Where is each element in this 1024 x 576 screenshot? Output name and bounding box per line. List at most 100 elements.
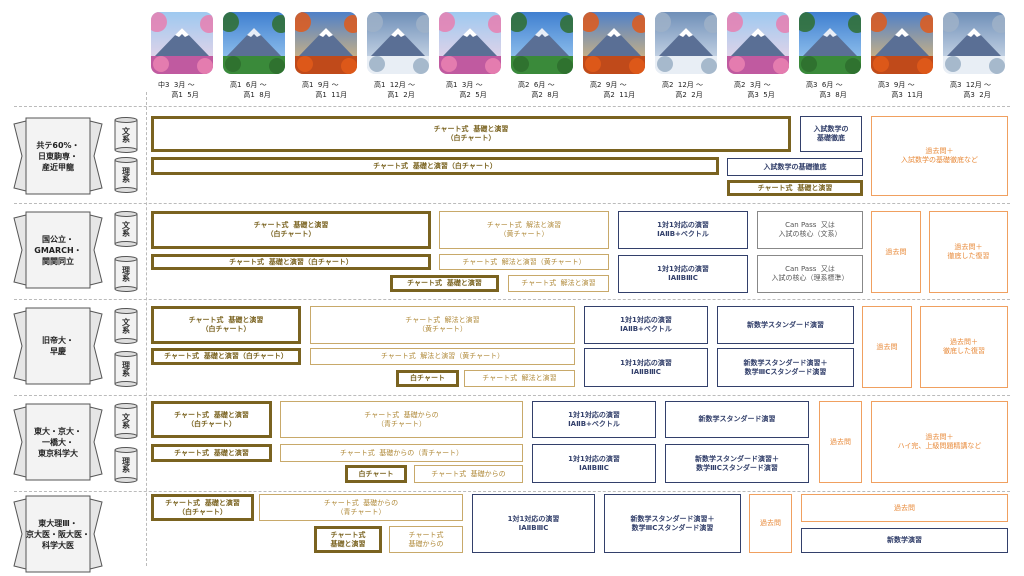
period-image-4 [367, 12, 429, 74]
period-image-8 [655, 12, 717, 74]
divider [14, 395, 1010, 396]
period-image-7 [583, 12, 645, 74]
white-chart-box: 白チャート [396, 370, 459, 387]
period-label: 高2 12月 〜 高2 2月 [662, 81, 704, 99]
past-exam-box: 過去問 [819, 401, 862, 483]
yellow-chart-box: チャート式 解法と演習（黄チャート） [439, 254, 609, 270]
spring-fuji-icon [151, 12, 213, 74]
category-label: 文系 [121, 413, 131, 429]
yellow-chart-box: チャート式 解法と演習 （黄チャート） [439, 211, 609, 249]
category-label: 理系 [121, 167, 131, 183]
level-banner: 東大・京大・ 一橋大・ 東京科学大 [12, 402, 104, 482]
autumn-fuji-icon [871, 12, 933, 74]
scroll-tag-icon [114, 403, 138, 439]
divider [14, 106, 1010, 107]
period-label: 高3 9月 〜 高3 11月 [878, 81, 924, 99]
category-rikei: 理系 [112, 447, 140, 483]
summer-fuji-icon [799, 12, 861, 74]
period-image-12 [943, 12, 1005, 74]
advanced-book-box: 新数学スタンダード演習 [665, 401, 809, 438]
white-chart-box: チャート式 基礎と演習（白チャート） [151, 157, 719, 175]
advanced-book-box: 新数学スタンダード演習＋ 数学ⅢCスタンダード演習 [717, 348, 854, 387]
period-image-10 [799, 12, 861, 74]
divider-vertical [146, 92, 147, 566]
level-banner: 国公立・ GMARCH・ 関関同立 [12, 210, 104, 290]
past-exam-box: 過去問 [871, 211, 921, 293]
summer-fuji-icon [223, 12, 285, 74]
period-label: 高1 12月 〜 高1 2月 [374, 81, 416, 99]
category-label: 文系 [121, 318, 131, 334]
scroll-banner-icon [13, 495, 103, 573]
advanced-book-box: Can Pass 又は 入試の核心（文系） [757, 211, 863, 249]
category-rikei: 理系 [112, 157, 140, 193]
period-image-3 [295, 12, 357, 74]
scroll-tag-icon [114, 256, 138, 292]
white-chart-box: 白チャート [345, 465, 407, 483]
blue-chart-box: チャート式 基礎からの [389, 526, 463, 553]
winter-fuji-icon [367, 12, 429, 74]
advanced-book-box: 1対1対応の演習 ⅠAⅡB+ベクトル [618, 211, 748, 249]
category-rikei: 理系 [112, 351, 140, 387]
scroll-tag-icon [114, 157, 138, 193]
period-label: 高3 6月 〜 高3 8月 [806, 81, 847, 99]
period-image-2 [223, 12, 285, 74]
period-label: 高3 12月 〜 高3 2月 [950, 81, 992, 99]
category-label: 文系 [121, 127, 131, 143]
advanced-book-box: 1対1対応の演習 ⅠAⅡB+ベクトル [584, 306, 708, 344]
autumn-fuji-icon [583, 12, 645, 74]
level-banner: 旧帝大・ 早慶 [12, 306, 104, 386]
blue-chart-box: チャート式 基礎からの（青チャート） [280, 444, 523, 462]
category-label: 理系 [121, 457, 131, 473]
yellow-chart-box: チャート式 解法と演習 [508, 275, 609, 292]
period-image-1 [151, 12, 213, 74]
past-exam-box: 過去問 [801, 494, 1008, 522]
scroll-banner-icon [13, 403, 103, 481]
period-image-5 [439, 12, 501, 74]
advanced-book-box: 新数学スタンダード演習＋ 数学ⅢCスタンダード演習 [604, 494, 741, 553]
scroll-banner-icon [13, 211, 103, 289]
advanced-book-box: Can Pass 又は 入試の核心（理系標準） [757, 255, 863, 293]
divider [14, 203, 1010, 204]
spring-fuji-icon [439, 12, 501, 74]
white-chart-box: チャート式 基礎と演習 （白チャート） [151, 116, 791, 152]
advanced-book-box: 新数学演習 [801, 528, 1008, 553]
advanced-book-box: 新数学スタンダード演習 [717, 306, 854, 344]
white-chart-box: チャート式 基礎と演習 [151, 444, 272, 462]
divider [14, 299, 1010, 300]
white-chart-box: チャート式 基礎と演習 [390, 275, 499, 292]
past-exam-box: 過去問＋ 徹底した復習 [929, 211, 1008, 293]
white-chart-box: チャート式 基礎と演習 （白チャート） [151, 494, 254, 521]
yellow-chart-box: チャート式 解法と演習 （黄チャート） [310, 306, 575, 344]
period-label: 中3 3月 〜 高1 5月 [158, 81, 199, 99]
past-exam-box: 過去問＋ 入試数学の基礎徹底など [871, 116, 1008, 196]
advanced-book-box: 入試数学の基礎徹底 [727, 158, 863, 176]
advanced-book-box: 1対1対応の演習 ⅠAⅡB+ベクトル [532, 401, 656, 438]
period-image-6 [511, 12, 573, 74]
winter-fuji-icon [943, 12, 1005, 74]
category-bunkei: 文系 [112, 117, 140, 153]
scroll-tag-icon [114, 351, 138, 387]
period-label: 高1 6月 〜 高1 8月 [230, 81, 271, 99]
past-exam-box: 過去問＋ 徹底した復習 [920, 306, 1008, 388]
past-exam-box: 過去問 [862, 306, 912, 388]
advanced-book-box: 新数学スタンダード演習＋ 数学ⅢCスタンダード演習 [665, 444, 809, 483]
yellow-chart-box: チャート式 解法と演習 [464, 370, 575, 387]
white-chart-box: チャート式 基礎と演習 [314, 526, 382, 553]
white-chart-box: チャート式 基礎と演習 （白チャート） [151, 306, 301, 344]
scroll-tag-icon [114, 117, 138, 153]
level-banner: 共テ60%・ 日東駒専・ 産近甲龍 [12, 116, 104, 196]
category-rikei: 理系 [112, 256, 140, 292]
level-name: 旧帝大・ 早慶 [42, 336, 74, 356]
scroll-banner-icon [13, 307, 103, 385]
scroll-tag-icon [114, 211, 138, 247]
level-name: 国公立・ GMARCH・ 関関同立 [34, 234, 82, 266]
winter-fuji-icon [655, 12, 717, 74]
advanced-book-box: 1対1対応の演習 ⅠAⅡBⅢC [584, 348, 708, 387]
period-image-11 [871, 12, 933, 74]
category-bunkei: 文系 [112, 308, 140, 344]
category-label: 理系 [121, 266, 131, 282]
period-label: 高1 9月 〜 高1 11月 [302, 81, 348, 99]
category-bunkei: 文系 [112, 211, 140, 247]
spring-fuji-icon [727, 12, 789, 74]
white-chart-box: チャート式 基礎と演習 [727, 180, 863, 196]
